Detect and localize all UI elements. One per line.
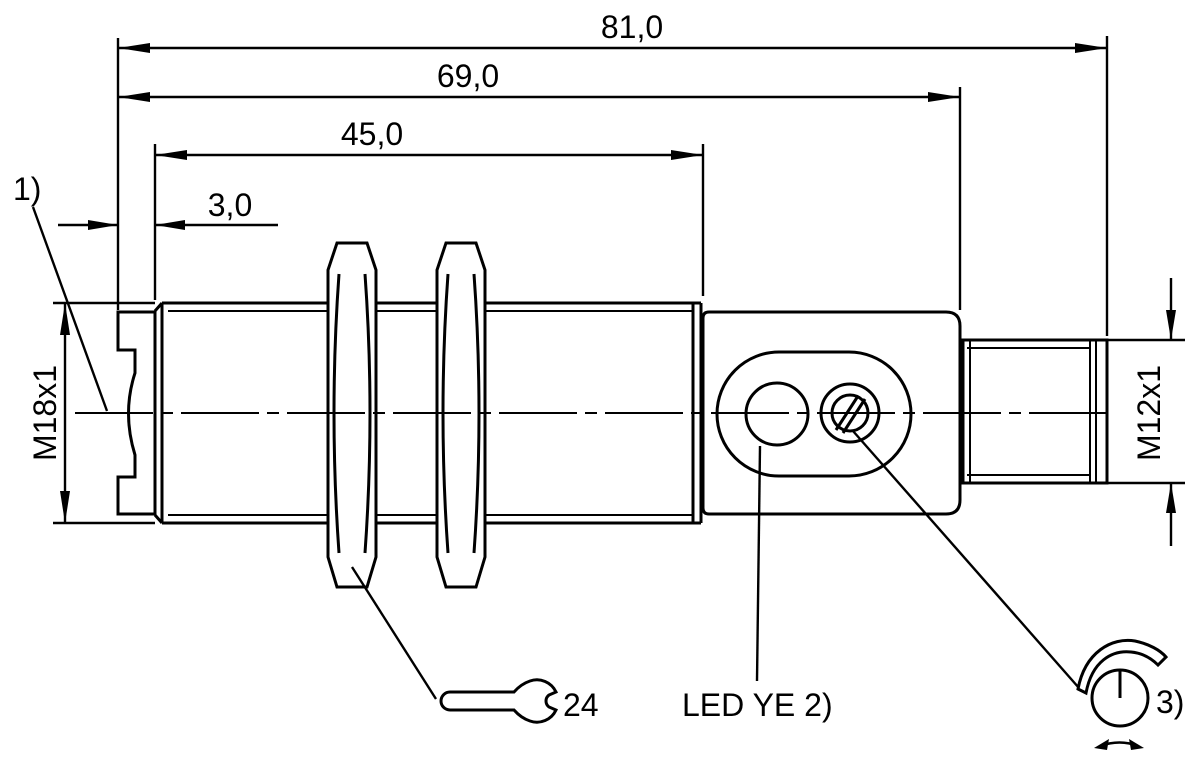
arrow-45-right: [671, 150, 703, 160]
arrow-69-right: [928, 92, 960, 102]
leader-adjuster: [852, 430, 1080, 689]
dimension-m12: M12x1: [1107, 278, 1185, 546]
dim-label-housing-length: 69,0: [437, 58, 499, 94]
dimension-3: 3,0: [58, 187, 278, 230]
rocker-arrow-left: [1094, 739, 1109, 750]
dimension-m18: M18x1: [27, 301, 155, 525]
dim-label-tip-length: 3,0: [208, 187, 252, 223]
connector-outline: [961, 338, 1109, 485]
sensor-body: [116, 241, 1109, 589]
dim-label-thread-length: 45,0: [341, 116, 403, 152]
dim-label-connector-thread: M12x1: [1131, 365, 1167, 461]
dim-label-overall-length: 81,0: [601, 9, 663, 45]
hex-nut-2: [435, 241, 487, 589]
hex-nut-1: [326, 241, 378, 589]
rocker-arrow-right: [1129, 739, 1144, 750]
arrow-3-right: [155, 220, 185, 230]
arrow-m18-top: [60, 303, 70, 335]
arrow-81-right: [1075, 43, 1107, 53]
rotary-adjustment-icon: [1076, 638, 1169, 750]
m12-connector: [960, 338, 1109, 485]
note-3-label: 3): [1156, 684, 1184, 720]
leader-wrench: [350, 566, 438, 700]
connector-collar-edges: [1089, 340, 1097, 483]
wrench-icon: 24: [439, 678, 599, 724]
rotation-arc: [1076, 638, 1169, 696]
hex-nut-1-outline: [326, 241, 378, 589]
indicator-window: [715, 350, 913, 478]
arrow-m18-bottom: [60, 491, 70, 523]
arrow-m12-top: [1166, 310, 1176, 340]
arrow-69-left: [118, 92, 150, 102]
dim-label-barrel-thread: M18x1: [27, 365, 63, 461]
wrench-shape: [439, 678, 559, 724]
note-1-label: 1): [13, 171, 41, 207]
thread-start-chamfer: [153, 302, 164, 524]
ext-lines-m18: [53, 301, 155, 525]
wrench-size-label: 24: [563, 687, 599, 723]
arrow-45-left: [155, 150, 187, 160]
dimension-45: 45,0: [153, 116, 705, 300]
leader-note-1: [31, 206, 109, 412]
dimension-81: 81,0: [116, 9, 1109, 336]
leader-led: [755, 445, 762, 682]
arrow-81-left: [118, 43, 150, 53]
arrow-3-left: [88, 220, 118, 230]
hex-nut-2-outline: [435, 241, 487, 589]
dimension-69: 69,0: [118, 58, 962, 310]
connector-thread-lines: [967, 340, 1090, 483]
led-label: LED YE 2): [682, 687, 833, 723]
arrow-m12-bottom: [1166, 483, 1176, 513]
